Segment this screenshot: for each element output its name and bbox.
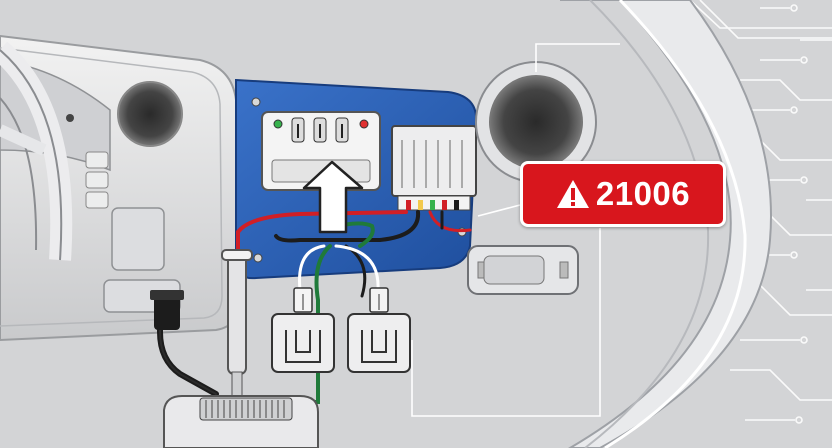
indicator-led-red bbox=[359, 119, 369, 129]
storage-cubby bbox=[111, 207, 165, 271]
dash-button bbox=[85, 151, 109, 169]
switch-panel bbox=[261, 111, 381, 191]
connector-block bbox=[391, 125, 477, 211]
obd-plug bbox=[150, 290, 184, 330]
error-code-text: 21006 bbox=[595, 175, 691, 212]
wiring-harness bbox=[157, 210, 472, 404]
callout-leader-lines bbox=[411, 43, 620, 417]
dash-button bbox=[85, 171, 109, 189]
error-code-callout: 21006 bbox=[520, 161, 726, 227]
indicator-led-green bbox=[273, 119, 283, 129]
up-arrow-icon bbox=[302, 160, 364, 234]
test-probe bbox=[221, 249, 253, 397]
diagnostic-device bbox=[163, 395, 319, 448]
dash-vent-left bbox=[117, 81, 183, 147]
empty-socket bbox=[467, 245, 579, 295]
dash-button bbox=[85, 191, 109, 209]
steering-wheel bbox=[0, 41, 74, 261]
terminal-connector-left bbox=[271, 287, 335, 373]
terminal-connector-right bbox=[347, 287, 411, 373]
dash-vent-right bbox=[475, 61, 597, 183]
warning-triangle-icon bbox=[556, 180, 589, 208]
